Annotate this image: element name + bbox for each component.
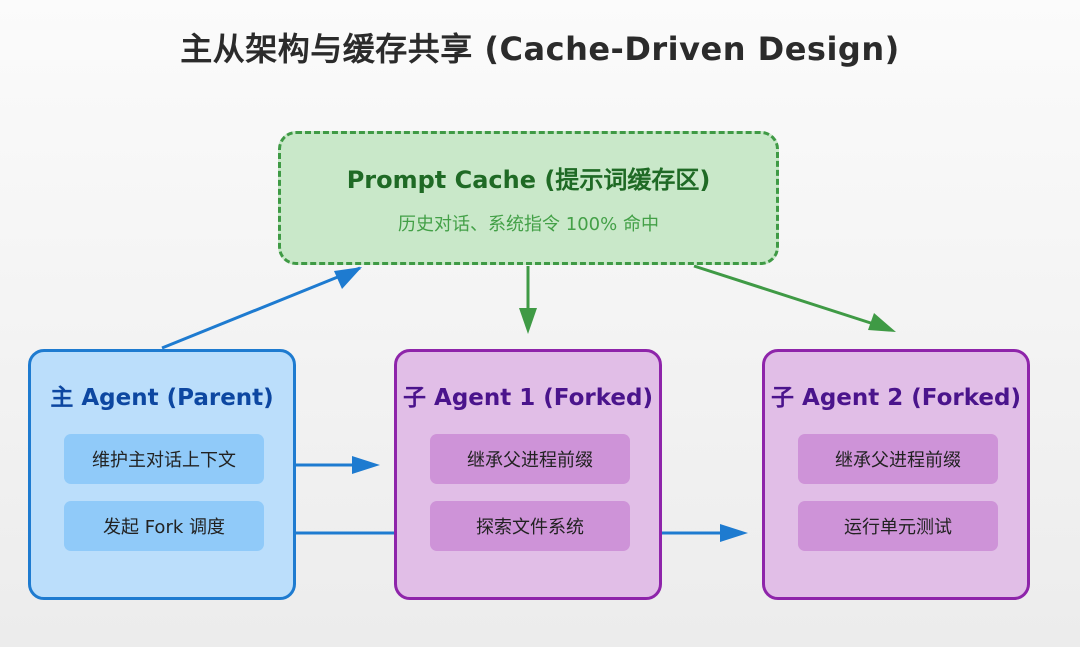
child2-task-run-unit-tests: 运行单元测试 (798, 501, 998, 551)
diagram-title: 主从架构与缓存共享 (Cache-Driven Design) (180, 30, 900, 68)
arrowhead-parent-to-child1 (352, 456, 380, 474)
arrowhead-cache-to-child1 (519, 308, 537, 334)
arrowhead-cache-to-child2 (868, 313, 896, 332)
parent-task-fork-dispatch: 发起 Fork 调度 (64, 501, 264, 551)
child-agent-2-title: 子 Agent 2 (Forked) (771, 385, 1021, 411)
arrowhead-parent-to-child2 (720, 524, 748, 542)
arrow-parent-to-cache (161, 266, 361, 350)
parent-agent-box: 主 Agent (Parent) 维护主对话上下文 发起 Fork 调度 (28, 349, 296, 600)
prompt-cache-subtitle: 历史对话、系统指令 100% 命中 (398, 214, 659, 235)
parent-agent-title: 主 Agent (Parent) (50, 385, 274, 411)
child-agent-1-title: 子 Agent 1 (Forked) (403, 385, 653, 411)
prompt-cache-title: Prompt Cache (提示词缓存区) (346, 166, 711, 194)
child2-task-inherit-prefix: 继承父进程前缀 (798, 434, 998, 484)
child-agent-2-box: 子 Agent 2 (Forked) 继承父进程前缀 运行单元测试 (762, 349, 1030, 600)
child1-task-inherit-prefix: 继承父进程前缀 (430, 434, 630, 484)
parent-task-maintain-context: 维护主对话上下文 (64, 434, 264, 484)
child-agent-1-box: 子 Agent 1 (Forked) 继承父进程前缀 探索文件系统 (394, 349, 662, 600)
arrowhead-parent-to-cache (334, 267, 362, 289)
prompt-cache-box: Prompt Cache (提示词缓存区) 历史对话、系统指令 100% 命中 (278, 131, 779, 265)
child1-task-explore-filesystem: 探索文件系统 (430, 501, 630, 551)
arrow-cache-to-child2 (693, 264, 881, 328)
